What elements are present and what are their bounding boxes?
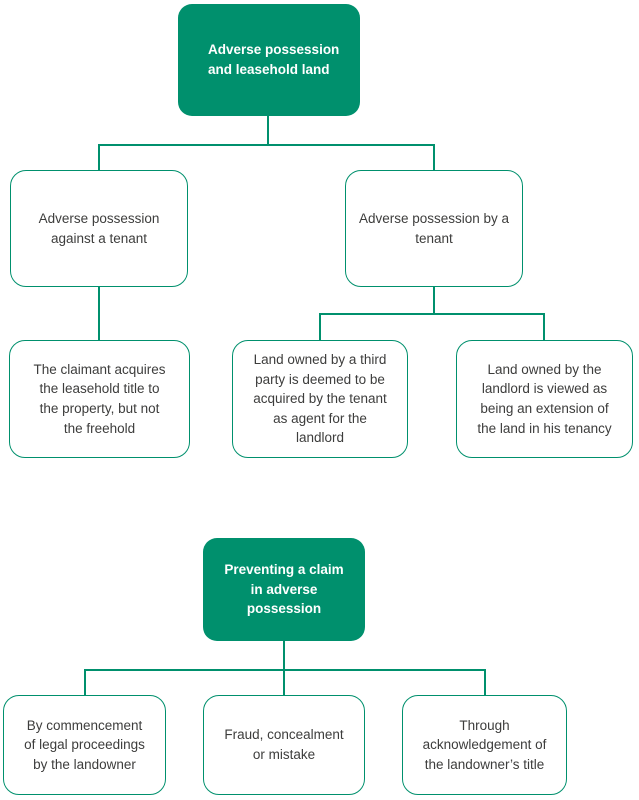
connector-drop-bottom-right xyxy=(484,669,486,696)
connector-drop-bottom-left xyxy=(84,669,86,696)
node-fraud-concealment-mistake: Fraud, concealment or mistake xyxy=(203,695,365,795)
node-adverse-possession-leasehold-land: Adverse possession and leasehold land xyxy=(178,4,360,116)
connector-drop-grandchild-middle xyxy=(319,313,321,341)
connector-drop-grandchild-right xyxy=(543,313,545,341)
node-acknowledgement-landowners-title: Through acknowledgement of the landowner… xyxy=(402,695,567,795)
connector-right-hline xyxy=(319,313,545,315)
node-adverse-possession-against-tenant: Adverse possession against a tenant xyxy=(10,170,188,287)
connector-right-child-stem xyxy=(433,287,435,314)
connector-drop-left xyxy=(98,144,100,171)
node-land-owned-by-third-party: Land owned by a third party is deemed to… xyxy=(232,340,408,458)
node-adverse-possession-by-tenant: Adverse possession by a tenant xyxy=(345,170,523,287)
connector-root2-hline xyxy=(84,669,486,671)
node-claimant-acquires-leasehold-title: The claimant acquires the leasehold titl… xyxy=(9,340,190,458)
connector-root2-stem xyxy=(283,641,285,670)
connector-root1-stem xyxy=(267,116,269,145)
connector-root1-hline xyxy=(98,144,435,146)
connector-drop-right xyxy=(433,144,435,171)
node-land-owned-by-landlord: Land owned by the landlord is viewed as … xyxy=(456,340,633,458)
connector-left-child-stem xyxy=(98,287,100,340)
connector-drop-bottom-middle xyxy=(283,669,285,696)
node-commencement-legal-proceedings: By commencement of legal proceedings by … xyxy=(3,695,166,795)
node-preventing-claim-adverse-possession: Preventing a claim in adverse possession xyxy=(203,538,365,641)
